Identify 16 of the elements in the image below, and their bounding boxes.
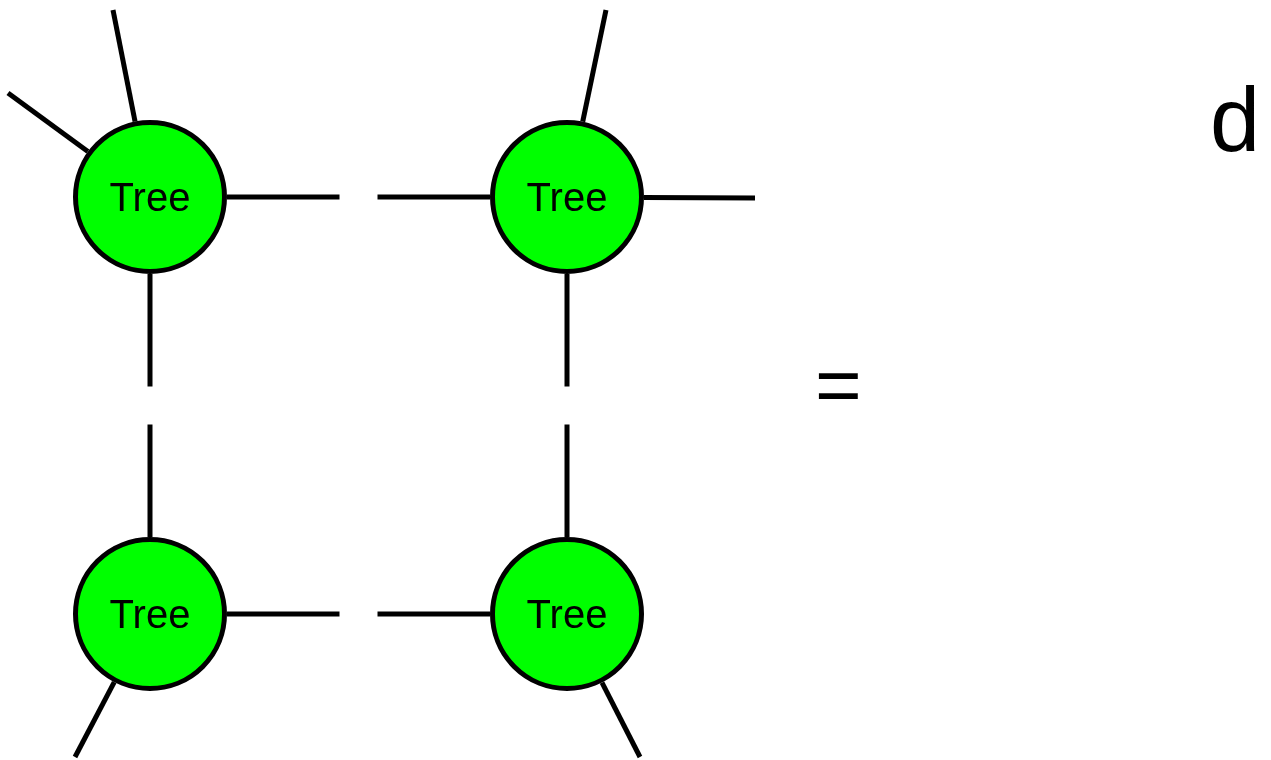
connector-line xyxy=(580,9,609,123)
connector-line xyxy=(599,681,643,759)
node-label: Tree xyxy=(526,174,608,220)
connector-line xyxy=(110,9,138,122)
connector-line xyxy=(227,194,490,200)
connector-line xyxy=(72,681,117,759)
connector-line xyxy=(644,194,755,201)
connector-line xyxy=(6,91,90,154)
variable-label: d xyxy=(1210,75,1261,165)
node-label: Tree xyxy=(109,174,191,220)
connector-line xyxy=(227,611,490,617)
connector-line xyxy=(564,274,570,537)
equals-sign: = xyxy=(815,345,862,425)
node-label: Tree xyxy=(109,591,191,637)
node-label: Tree xyxy=(526,591,608,637)
connector-line xyxy=(147,274,153,537)
